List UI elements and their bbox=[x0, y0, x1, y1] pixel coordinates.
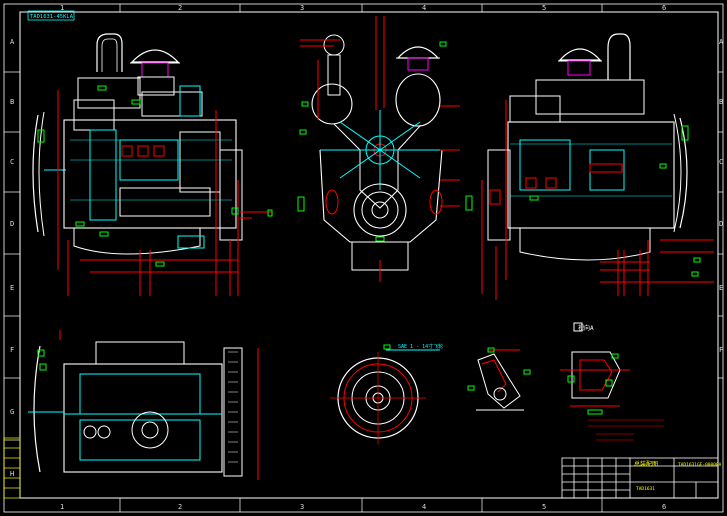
col-mark-1-bottom: 1 bbox=[60, 503, 64, 511]
row-marks-left: A B C D E F G H bbox=[10, 38, 15, 478]
title-block-code: TAD1631GE-00000A bbox=[678, 462, 722, 468]
col-mark-5-bottom: 5 bbox=[542, 503, 546, 511]
row-mark-c: C bbox=[10, 158, 14, 166]
row-mark-g: G bbox=[10, 408, 14, 416]
row-mark-b-right: B bbox=[719, 98, 723, 106]
bracket-detail-view bbox=[467, 347, 531, 411]
row-marks-right: A B C D E F bbox=[719, 38, 724, 354]
column-marks-bottom: 1 2 3 4 5 6 bbox=[60, 503, 666, 511]
col-mark-4-bottom: 4 bbox=[422, 503, 426, 511]
col-mark-6: 6 bbox=[662, 4, 666, 12]
flywheel-detail-view: SAE 1 - 14寸飞轮 bbox=[330, 343, 443, 444]
engine-right-view bbox=[481, 33, 714, 300]
title-block-footer: TAD1631 bbox=[636, 486, 655, 492]
row-mark-f-right: F bbox=[719, 346, 723, 354]
row-mark-a: A bbox=[10, 38, 15, 46]
col-mark-3-bottom: 3 bbox=[300, 503, 304, 511]
view-a-detail: 视向A bbox=[560, 322, 664, 441]
col-mark-1: 1 bbox=[60, 4, 64, 12]
revision-table bbox=[3, 437, 21, 499]
flywheel-label: SAE 1 - 14寸飞轮 bbox=[398, 343, 443, 350]
row-mark-b: B bbox=[10, 98, 14, 106]
row-mark-f: F bbox=[10, 346, 14, 354]
col-mark-2-bottom: 2 bbox=[178, 503, 182, 511]
title-tag: TAD1631-45KLA bbox=[27, 10, 75, 21]
frame-ticks bbox=[4, 4, 723, 512]
title-block bbox=[561, 457, 719, 499]
engine-front-view bbox=[297, 16, 473, 282]
drawing-frame bbox=[3, 3, 724, 513]
view-a-callout: 视向A bbox=[578, 324, 594, 332]
row-mark-e-right: E bbox=[719, 284, 723, 292]
col-mark-5: 5 bbox=[542, 4, 546, 12]
col-mark-2: 2 bbox=[178, 4, 182, 12]
engine-top-view bbox=[28, 330, 259, 480]
row-mark-d-right: D bbox=[719, 220, 723, 228]
title-tag-text: TAD1631-45KLA bbox=[30, 14, 74, 20]
engine-left-view bbox=[32, 33, 273, 296]
column-marks-top: 1 2 3 4 5 6 bbox=[60, 4, 666, 12]
row-mark-a-right: A bbox=[719, 38, 724, 46]
col-mark-6-bottom: 6 bbox=[662, 503, 666, 511]
row-mark-e: E bbox=[10, 284, 14, 292]
row-mark-h: H bbox=[10, 470, 14, 478]
row-mark-d: D bbox=[10, 220, 14, 228]
col-mark-4: 4 bbox=[422, 4, 426, 12]
title-block-name: 总装配图 bbox=[634, 460, 658, 468]
col-mark-3: 3 bbox=[300, 4, 304, 12]
row-mark-c-right: C bbox=[719, 158, 723, 166]
